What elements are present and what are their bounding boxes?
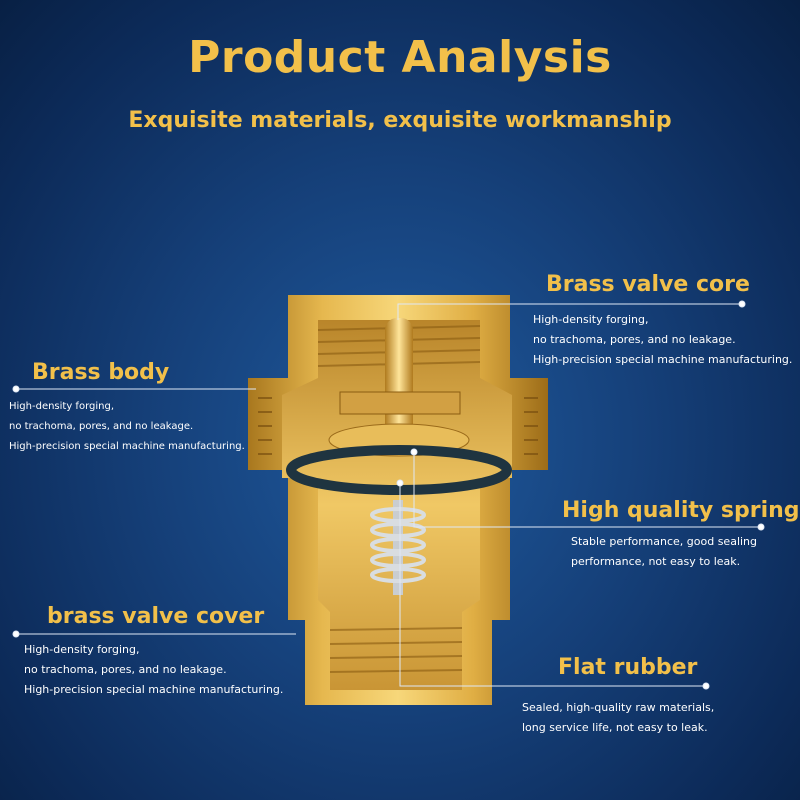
page-subtitle: Exquisite materials, exquisite workmansh… — [128, 108, 672, 133]
callout-title-brass-valve-core: Brass valve core — [546, 272, 750, 297]
callout-line: no trachoma, pores, and no leakage. — [24, 663, 227, 676]
callout-title-flat-rubber: Flat rubber — [558, 655, 698, 680]
callout-line: Sealed, high-quality raw materials, — [522, 701, 715, 714]
callout-line: High-density forging, — [24, 643, 140, 656]
callout-line: High-density forging, — [533, 313, 649, 326]
callout-line: no trachoma, pores, and no leakage. — [9, 421, 194, 432]
spring — [370, 500, 426, 595]
callout-line: High-precision special machine manufactu… — [24, 683, 284, 696]
callout-title-high-quality-spring: High quality spring — [562, 498, 800, 523]
callout-title-brass-valve-cover: brass valve cover — [47, 604, 265, 629]
callout-desc-brass-valve-cover: High-density forging, no trachoma, pores… — [24, 640, 283, 700]
callout-line: long service life, not easy to leak. — [522, 721, 708, 734]
callout-title-brass-body: Brass body — [32, 360, 170, 385]
flat-rubber-ring — [286, 445, 512, 495]
callout-leaders — [12, 300, 765, 690]
callout-line: no trachoma, pores, and no leakage. — [533, 333, 736, 346]
callout-line: High-precision special machine manufactu… — [533, 353, 793, 366]
callout-desc-high-quality-spring: Stable performance, good sealing perform… — [571, 532, 757, 572]
callout-desc-flat-rubber: Sealed, high-quality raw materials, long… — [522, 698, 714, 738]
callout-line: performance, not easy to leak. — [571, 555, 741, 568]
page-title: Product Analysis — [188, 32, 612, 83]
callout-desc-brass-valve-core: High-density forging, no trachoma, pores… — [533, 310, 792, 370]
callout-line: High-precision special machine manufactu… — [9, 441, 245, 452]
callout-line: Stable performance, good sealing — [571, 535, 758, 548]
callout-desc-brass-body: High-density forging, no trachoma, pores… — [9, 397, 245, 457]
callout-line: High-density forging, — [9, 401, 114, 412]
